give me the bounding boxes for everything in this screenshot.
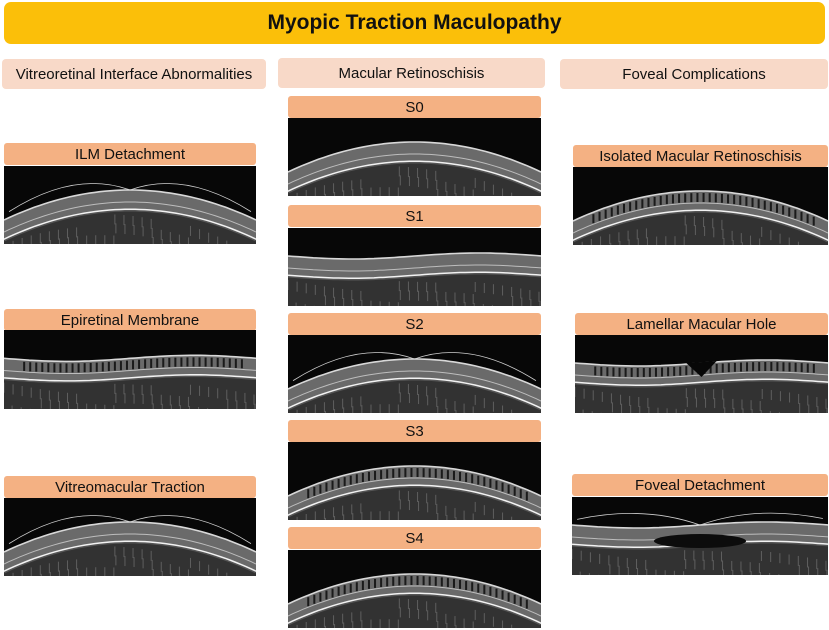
label-foveal-detachment: Foveal Detachment xyxy=(572,474,828,496)
oct-scan-foveal-detachment xyxy=(572,497,828,575)
label-s1: S1 xyxy=(288,205,541,227)
diagram-title: Myopic Traction Maculopathy xyxy=(4,2,825,44)
label-vitreomacular-traction: Vitreomacular Traction xyxy=(4,476,256,498)
label-s2: S2 xyxy=(288,313,541,335)
label-isolated-macular-retinoschisis: Isolated Macular Retinoschisis xyxy=(573,145,828,167)
label-s3: S3 xyxy=(288,420,541,442)
label-s4: S4 xyxy=(288,527,541,549)
label-s0: S0 xyxy=(288,96,541,118)
oct-scan-lamellar-macular-hole xyxy=(575,335,828,413)
column-header-vitreoretinal: Vitreoretinal Interface Abnormalities xyxy=(2,59,266,89)
oct-scan-vitreomacular-traction xyxy=(4,498,256,576)
oct-scan-s4 xyxy=(288,550,541,628)
oct-scan-s1 xyxy=(288,228,541,306)
oct-scan-ilm-detachment xyxy=(4,166,256,244)
label-epiretinal-membrane: Epiretinal Membrane xyxy=(4,309,256,331)
label-ilm-detachment: ILM Detachment xyxy=(4,143,256,165)
oct-scan-s0 xyxy=(288,118,541,196)
oct-scan-epiretinal-membrane xyxy=(4,330,256,409)
label-lamellar-macular-hole: Lamellar Macular Hole xyxy=(575,313,828,335)
oct-scan-s3 xyxy=(288,442,541,520)
column-header-retinoschisis: Macular Retinoschisis xyxy=(278,58,545,88)
oct-scan-s2 xyxy=(288,335,541,413)
column-header-foveal: Foveal Complications xyxy=(560,59,828,89)
oct-scan-isolated-macular-retinoschisis xyxy=(573,167,828,245)
